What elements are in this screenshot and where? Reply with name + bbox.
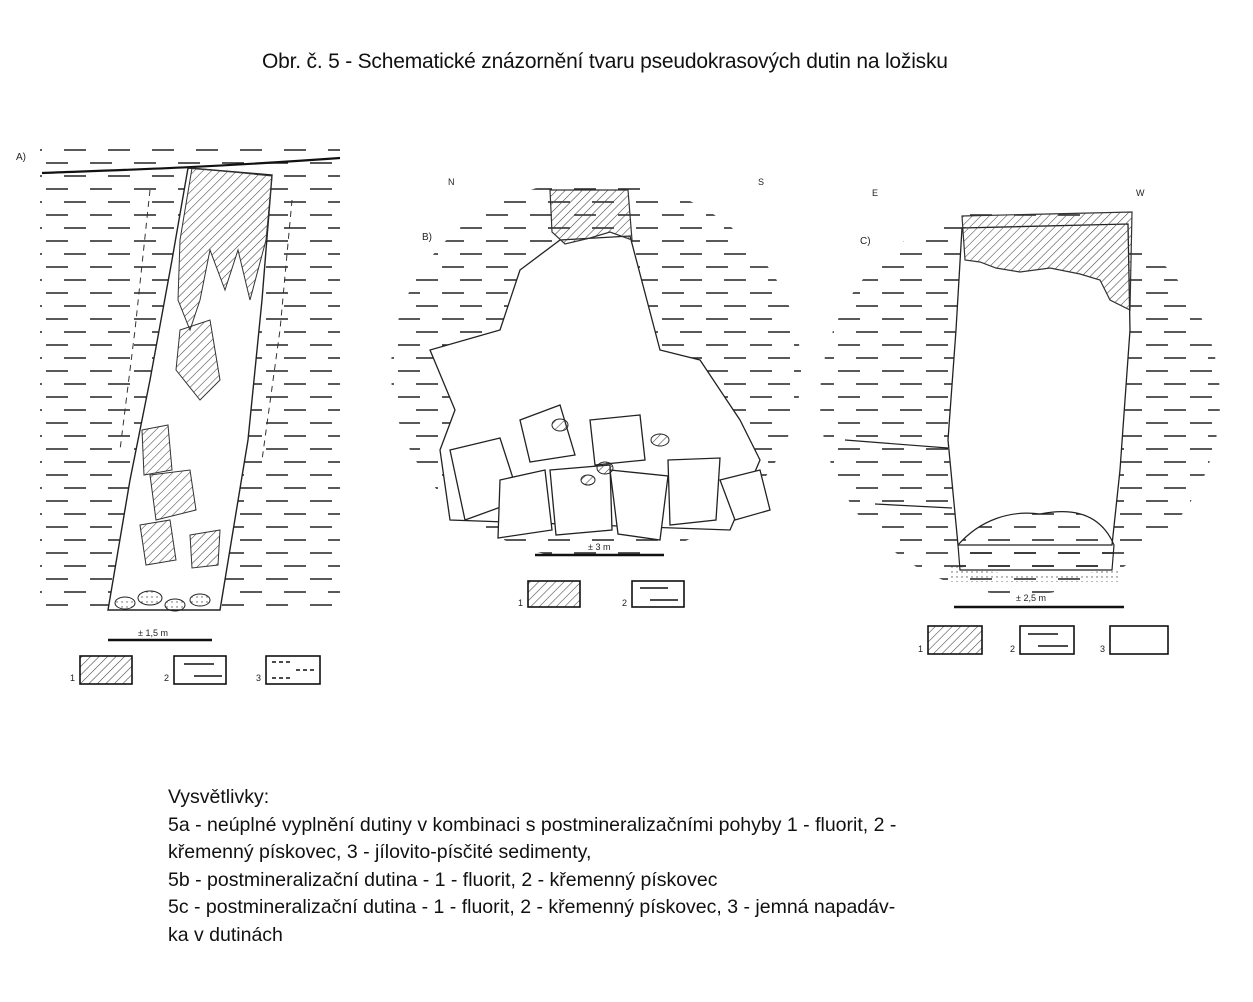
panel-c: E W C) ± 2,5 m 1 2 3 [820,188,1220,655]
panel-c-legend-box-sandstone [1019,625,1075,655]
legend-line-2: křemenný pískovec, 3 - jílovito-písčité … [168,841,592,863]
panel-b-south: S [758,177,764,187]
panel-a-label: A) [16,152,26,163]
legend-line-4: 5c - postmineralizační dutina - 1 - fluo… [168,896,896,918]
legend-box-sandstone [173,655,227,685]
fluorite-block-1 [141,424,173,476]
panel-b-fluorite-roof [549,189,633,245]
panel-c-legend-box-fluorite [927,625,983,655]
panel-c-left-direction: E [872,188,878,198]
panel-b-legend-box-fluorite [527,580,581,608]
legend-heading: Vysvětlivky: [168,786,270,808]
surface-line [41,156,341,175]
panel-c-label: C) [860,236,871,247]
panel-a-legend-1-num: 1 [70,673,75,683]
figure-title: Obr. č. 5 - Schematické znázornění tvaru… [262,50,948,73]
panel-c-right-direction: W [1136,188,1145,198]
fluorite-block-2 [149,469,197,521]
panel-c-legend-1-num: 1 [918,644,923,654]
panel-a: A) ± 1,5 m 1 2 3 [16,146,341,685]
panel-b-label: B) [422,232,432,243]
panel-b-fluorite-fragments [551,418,670,486]
legend-line-1: 5a - neúplné vyplnění dutiny v kombinaci… [168,813,897,836]
panel-c-bedding-line-1 [844,439,949,449]
panel-b-north: N [448,177,455,187]
panel-b-legend-2-num: 2 [622,598,627,608]
panel-c-scale-label: ± 2,5 m [1016,593,1046,603]
panel-a-legend-2-num: 2 [164,673,169,683]
panel-b-legend-1-num: 1 [518,598,523,608]
panel-b-legend-box-sandstone [631,580,685,608]
fluorite-fill-upper [177,167,273,332]
legend-box-fluorite [79,655,133,685]
fluorite-fill-mid [175,319,221,401]
fluorite-block-3 [139,519,177,566]
panel-c-fine-infill [950,565,1118,582]
panel-c-legend-3-num: 3 [1100,644,1105,654]
panel-a-legend-3-num: 3 [256,673,261,683]
panel-b-scale-label: ± 3 m [588,542,610,552]
legend-line-5: ka v dutinách [168,923,283,946]
panel-c-legend-box-fine-infill [1109,625,1169,655]
panel-b: N S B) ± 3 m 1 [391,177,801,608]
legend-explanation: Vysvětlivky: 5a - neúplné vyplnění dutin… [168,784,1088,949]
panel-c-legend-2-num: 2 [1010,644,1015,654]
rubble-bottom [114,590,211,612]
panel-c-fluorite-roof [961,211,1133,311]
fault-line-left [119,189,151,451]
legend-line-3: 5b - postmineralizační dutina - 1 - fluo… [168,868,718,891]
panel-c-collapsed-sandstone [957,511,1115,571]
panel-a-scale-label: ± 1,5 m [138,628,168,638]
cavity-outline [107,167,273,611]
panel-c-bedding-line-2 [874,503,953,509]
fluorite-block-4 [189,529,221,569]
